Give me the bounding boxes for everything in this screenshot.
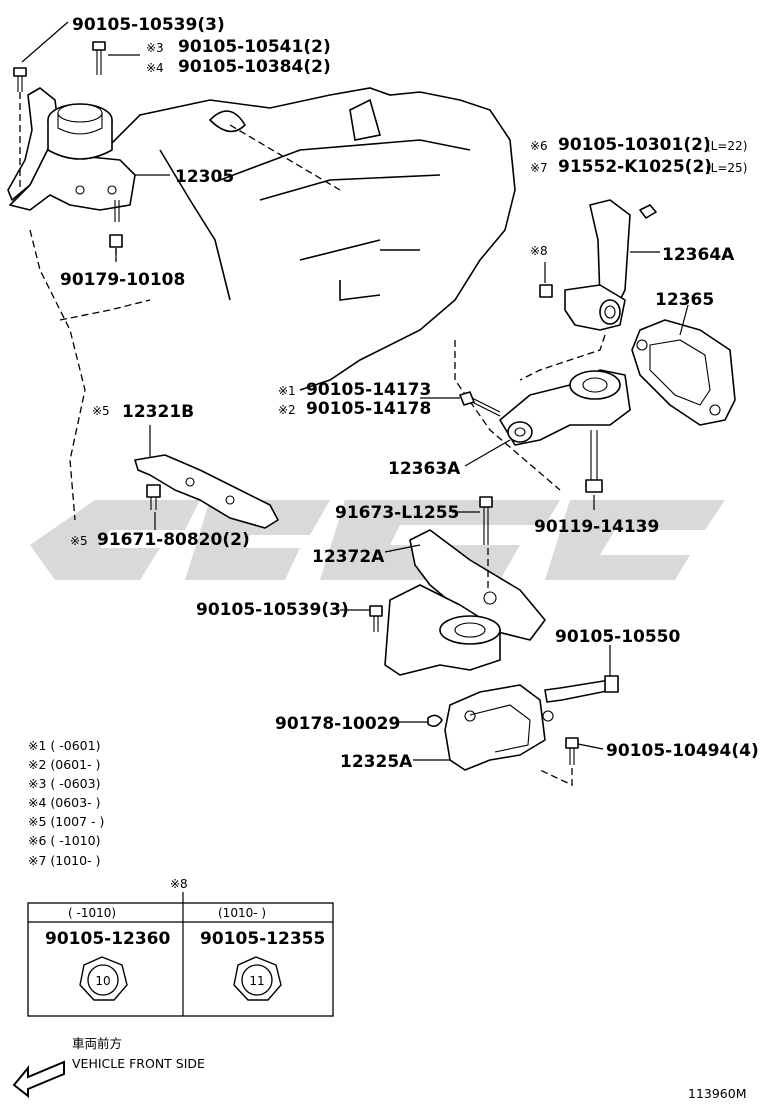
footnote-5: ※5 (1007 - ): [28, 814, 104, 829]
mark-5a: ※5: [92, 404, 110, 418]
hex-size-10: 10: [95, 974, 110, 988]
label-bracket-12321B: 12321B: [122, 402, 194, 422]
direction-jp: 車両前方: [72, 1036, 122, 1051]
insulator-12365: [631, 319, 736, 426]
footnote-3: ※3 ( -0603): [28, 776, 100, 791]
footnote-7: ※7 (1010- ): [28, 853, 100, 868]
table-part-2: 90105-12355: [200, 929, 325, 949]
mark-3: ※3: [146, 41, 164, 55]
mark-4: ※4: [146, 61, 164, 75]
label-bolt-trans-b: 90105-10539(3): [196, 600, 349, 620]
label-nut-90179: 90179-10108: [60, 270, 185, 290]
variant-table: ※8 ( -1010) (1010- ) 90105-12360 90105-1…: [27, 877, 334, 1017]
label-insulator-12365: 12365: [655, 290, 714, 310]
label-bolt-trans: 91673-L1255: [335, 503, 459, 523]
torque-rod-12363A: [459, 369, 631, 493]
callout-labels: 90105-10539(3) ※3 90105-10541(2) ※4 9010…: [60, 15, 759, 772]
label-bolt-upper-a: 90105-10301(2): [558, 135, 711, 155]
label-bolt-rod-a: 90105-14173: [306, 380, 431, 400]
label-bracket-12325A: 12325A: [340, 752, 413, 772]
label-mount-12372A: 12372A: [312, 547, 385, 567]
mark-8-small: ※8: [530, 244, 548, 258]
mark-7: ※7: [530, 161, 548, 175]
direction-en: VEHICLE FRONT SIDE: [72, 1056, 205, 1071]
hex-nut-10-icon: 10: [79, 956, 128, 1001]
label-bolt-rod-b: 90105-14178: [306, 399, 431, 419]
footnotes: ※1 ( -0601) ※2 (0601- ) ※3 ( -0603) ※4 (…: [28, 738, 104, 868]
leader-lines: [21, 21, 689, 761]
label-bracket-12364A: 12364A: [662, 245, 735, 265]
mark-1: ※1: [278, 384, 296, 398]
mark-2: ※2: [278, 403, 296, 417]
bracket-12321B: [134, 454, 279, 529]
engine-mount-12305: [7, 41, 136, 260]
label-bolt-long: 90105-10550: [555, 627, 681, 647]
footnote-4: ※4 (0603- ): [28, 795, 100, 810]
mark-6: ※6: [530, 139, 548, 153]
label-nut-90178: 90178-10029: [275, 714, 400, 734]
label-bolt-upper-b: 91552-K1025(2): [558, 157, 712, 177]
watermark-logo: [30, 500, 725, 580]
mark-5b: ※5: [70, 534, 88, 548]
label-bolt-front: 91671-80820(2): [97, 530, 250, 550]
footnote-6: ※6 ( -1010): [28, 833, 100, 848]
table-period-2: (1010- ): [218, 906, 266, 920]
note-bolt-upper-b: (L=25): [706, 161, 747, 175]
label-rod-12363A: 12363A: [388, 459, 461, 479]
table-mark: ※8: [170, 877, 188, 891]
bracket-12325A: [427, 675, 619, 787]
note-bolt-upper-a: (L=22): [706, 139, 747, 153]
diagram-code: 113960M: [688, 1086, 747, 1101]
table-part-1: 90105-12360: [45, 929, 171, 949]
bracket-12364A: [519, 199, 657, 381]
hex-nut-11-icon: 11: [233, 956, 282, 1001]
vehicle-front-indicator: 車両前方 VEHICLE FRONT SIDE: [12, 1036, 205, 1099]
label-bolt-trans-c: 90105-10494(4): [606, 741, 759, 761]
footnote-2: ※2 (0601- ): [28, 757, 100, 772]
label-bolt-top-a: 90105-10539(3): [72, 15, 225, 35]
arrow-left-icon: [12, 1060, 65, 1099]
engine-outline: [29, 87, 561, 521]
label-mount-12305: 12305: [175, 167, 234, 187]
table-period-1: ( -1010): [68, 906, 116, 920]
footnote-1: ※1 ( -0601): [28, 738, 100, 753]
label-bolt-top-b: 90105-10541(2): [178, 37, 331, 57]
label-bolt-top-c: 90105-10384(2): [178, 57, 331, 77]
hex-size-11: 11: [249, 974, 264, 988]
mount-12372A: [369, 496, 546, 676]
label-bolt-rod-lower: 90119-14139: [534, 517, 659, 537]
